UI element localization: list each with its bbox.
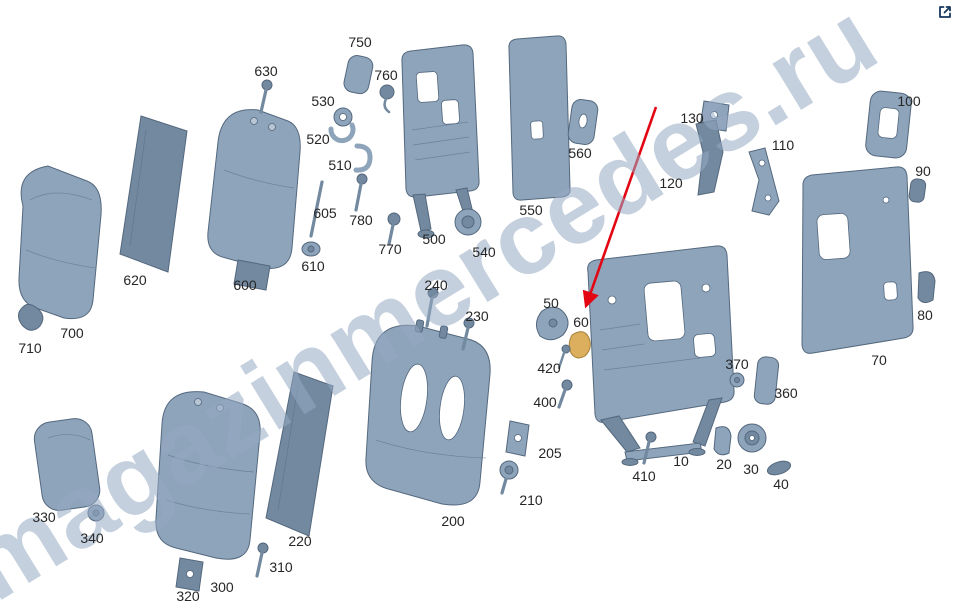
part-750-shape [343,55,374,95]
part-210-shape [499,460,519,495]
part-510-shape [353,143,373,173]
part-100-shape [865,90,912,159]
part-770-shape [387,212,401,246]
part-360-shape [753,356,780,405]
part-550-shape [508,35,571,201]
part-200-shape [365,319,491,506]
part-620-shape [119,115,188,273]
part-630-shape [259,79,273,114]
part-710-shape [18,303,44,331]
part-205-shape [505,420,530,457]
part-110-shape [748,147,780,216]
part-605-shape [309,180,324,238]
part-610-shape [301,241,321,257]
part-220-shape [265,371,334,537]
part-330-shape [33,418,101,511]
pointer-arrow [582,106,658,309]
part-540-shape [454,208,482,236]
part-700-shape [18,165,102,320]
part-370-shape [729,372,745,388]
part-420-shape [557,344,571,370]
external-link-button[interactable] [937,4,953,20]
part-410-shape [642,431,657,465]
part-530-shape [333,107,353,127]
part-120-shape [695,119,724,196]
part-760-shape [379,84,395,114]
part-20-shape [713,426,732,456]
part-340-shape [87,504,105,522]
part-300-shape [155,391,261,560]
part-320-shape [175,557,204,592]
part-50-shape [536,306,569,341]
external-link-icon [939,6,951,18]
part-40-shape [766,460,792,476]
part-30-shape [737,423,767,453]
part-230-shape [461,317,475,351]
part-780-shape [354,173,368,212]
part-10-frame-shape [587,245,735,466]
part-500-shape [401,44,480,239]
part-310-shape [255,542,269,578]
part-400-shape [557,379,573,409]
part-560-shape [567,99,599,145]
part-600-shape [207,109,301,291]
part-70-shape [801,166,914,354]
part-60-shape [568,331,591,359]
part-240-shape [425,287,439,328]
part-90-shape [908,178,927,203]
part-80-shape [917,271,936,304]
part-520-shape [328,122,356,144]
